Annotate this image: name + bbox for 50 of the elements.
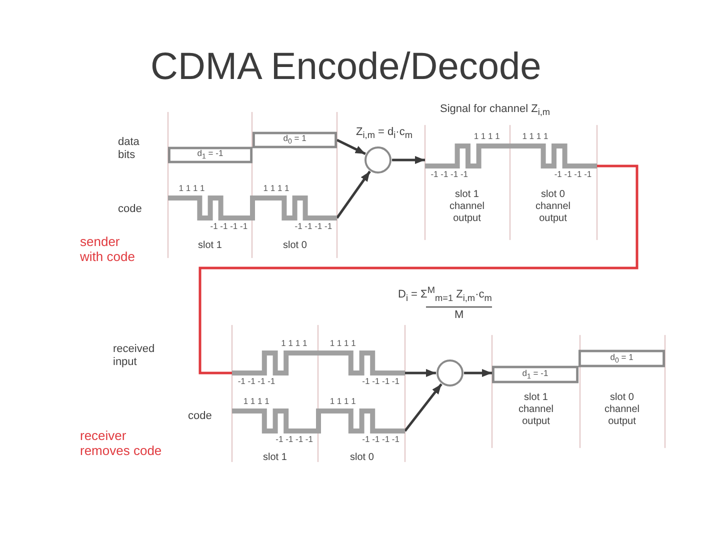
formula: M	[454, 309, 464, 322]
arrow	[392, 156, 425, 164]
formula: D$_{i}$ = Σ$^{M}$$_{m=1}$ Z$_{i,m}$·c$_{m}$	[398, 284, 492, 305]
decoded-bits-waveform	[492, 349, 665, 385]
chip-value: 1 1 1 1	[281, 338, 308, 349]
annotation: sender with code	[80, 234, 136, 264]
chip-value: -1 -1 -1 -1	[276, 434, 313, 445]
slot-label: slot 0	[283, 240, 307, 252]
arrow	[404, 383, 442, 432]
row-label: code	[188, 410, 212, 423]
row-label: data bits	[118, 136, 140, 162]
annotation: receiver removes code	[80, 428, 163, 458]
arrow	[336, 170, 371, 219]
slot-label: slot 0	[350, 452, 374, 464]
row-label: received input	[113, 343, 156, 369]
slot-label: slot 1	[198, 240, 222, 252]
bit-value: d$_{1}$ = -1	[522, 368, 548, 382]
chip-value: 1 1 1 1	[522, 131, 548, 142]
bit-value: d$_{0}$ = 1	[610, 352, 634, 366]
slot-label: slot 1 channel output	[517, 392, 555, 428]
chip-value: 1 1 1 1	[330, 338, 356, 349]
formula: Z$_{i,m}$ = d$_{i}$·c$_{m}$	[356, 126, 412, 142]
chip-value: -1 -1 -1 -1	[362, 376, 400, 387]
multiplier-circle	[436, 359, 464, 387]
chip-value: -1 -1 -1 -1	[238, 376, 276, 387]
slot-label: slot 0 channel output	[534, 189, 572, 225]
chip-value: 1 1 1 1	[178, 183, 205, 194]
bit-value: d$_{0}$ = 1	[283, 133, 306, 147]
data-bits-waveform	[168, 131, 337, 164]
chip-value: 1 1 1 1	[243, 396, 270, 407]
connector-line	[198, 164, 638, 374]
row-label: code	[118, 203, 142, 216]
slide-title: CDMA Encode/Decode	[150, 45, 542, 90]
chip-value: -1 -1 -1 -1	[554, 169, 592, 180]
chip-value: 1 1 1 1	[330, 396, 356, 407]
chip-value: -1 -1 -1 -1	[210, 221, 248, 232]
chip-value: -1 -1 -1 -1	[294, 221, 332, 232]
multiplier-circle	[364, 146, 392, 174]
chip-value: 1 1 1 1	[474, 131, 500, 142]
slot-label: slot 1	[263, 452, 287, 464]
chip-value: 1 1 1 1	[263, 183, 290, 194]
slot-label: slot 1 channel output	[448, 189, 486, 225]
bit-value: d$_{1}$ = -1	[197, 148, 224, 162]
arrow	[405, 369, 436, 377]
chip-value: -1 -1 -1 -1	[430, 169, 468, 180]
arrow	[464, 369, 492, 377]
chip-value: -1 -1 -1 -1	[362, 434, 400, 445]
signal-label: Signal for channel Z$_{i,m}$	[440, 103, 550, 120]
arrow	[336, 138, 366, 156]
slot-label: slot 0 channel output	[603, 392, 641, 428]
